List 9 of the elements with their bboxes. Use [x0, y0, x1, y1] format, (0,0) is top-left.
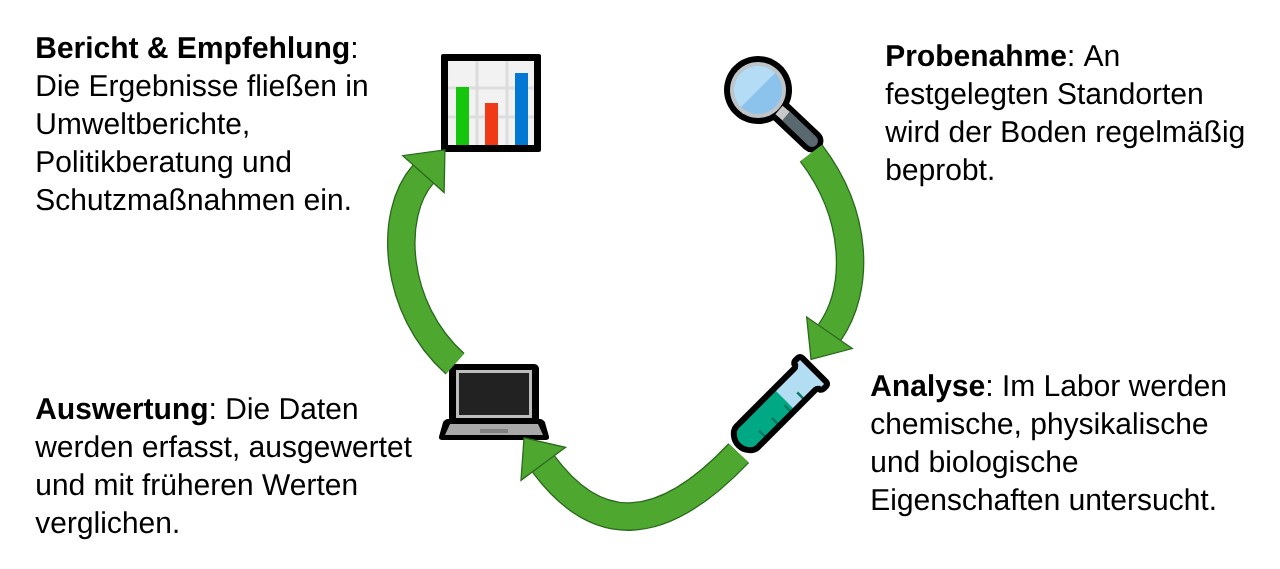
curved-arrow [387, 149, 466, 374]
laptop-icon [438, 364, 550, 440]
test-tube-icon [730, 353, 831, 454]
step-description: Probenahme: An festgelegten Standorten wird der Boden regelmäßig beprobt. [885, 44, 1244, 187]
step-description: Analyse: Im Labor werden chemische, physikalische und biologische Eigenschaften untersucht. [870, 374, 1226, 517]
step-description: Bericht & Empfehlung: Die Ergebnisse fließen in Umweltberichte, Politikberatung und Schutzmaßnahmen ein. [36, 36, 367, 211]
bar-chart-icon [441, 54, 541, 152]
magnifier-icon [724, 56, 824, 153]
step-description: Auswertung: Die Daten werden erfasst, ausgewertet und mit früheren Werten verglichen. [35, 397, 412, 540]
